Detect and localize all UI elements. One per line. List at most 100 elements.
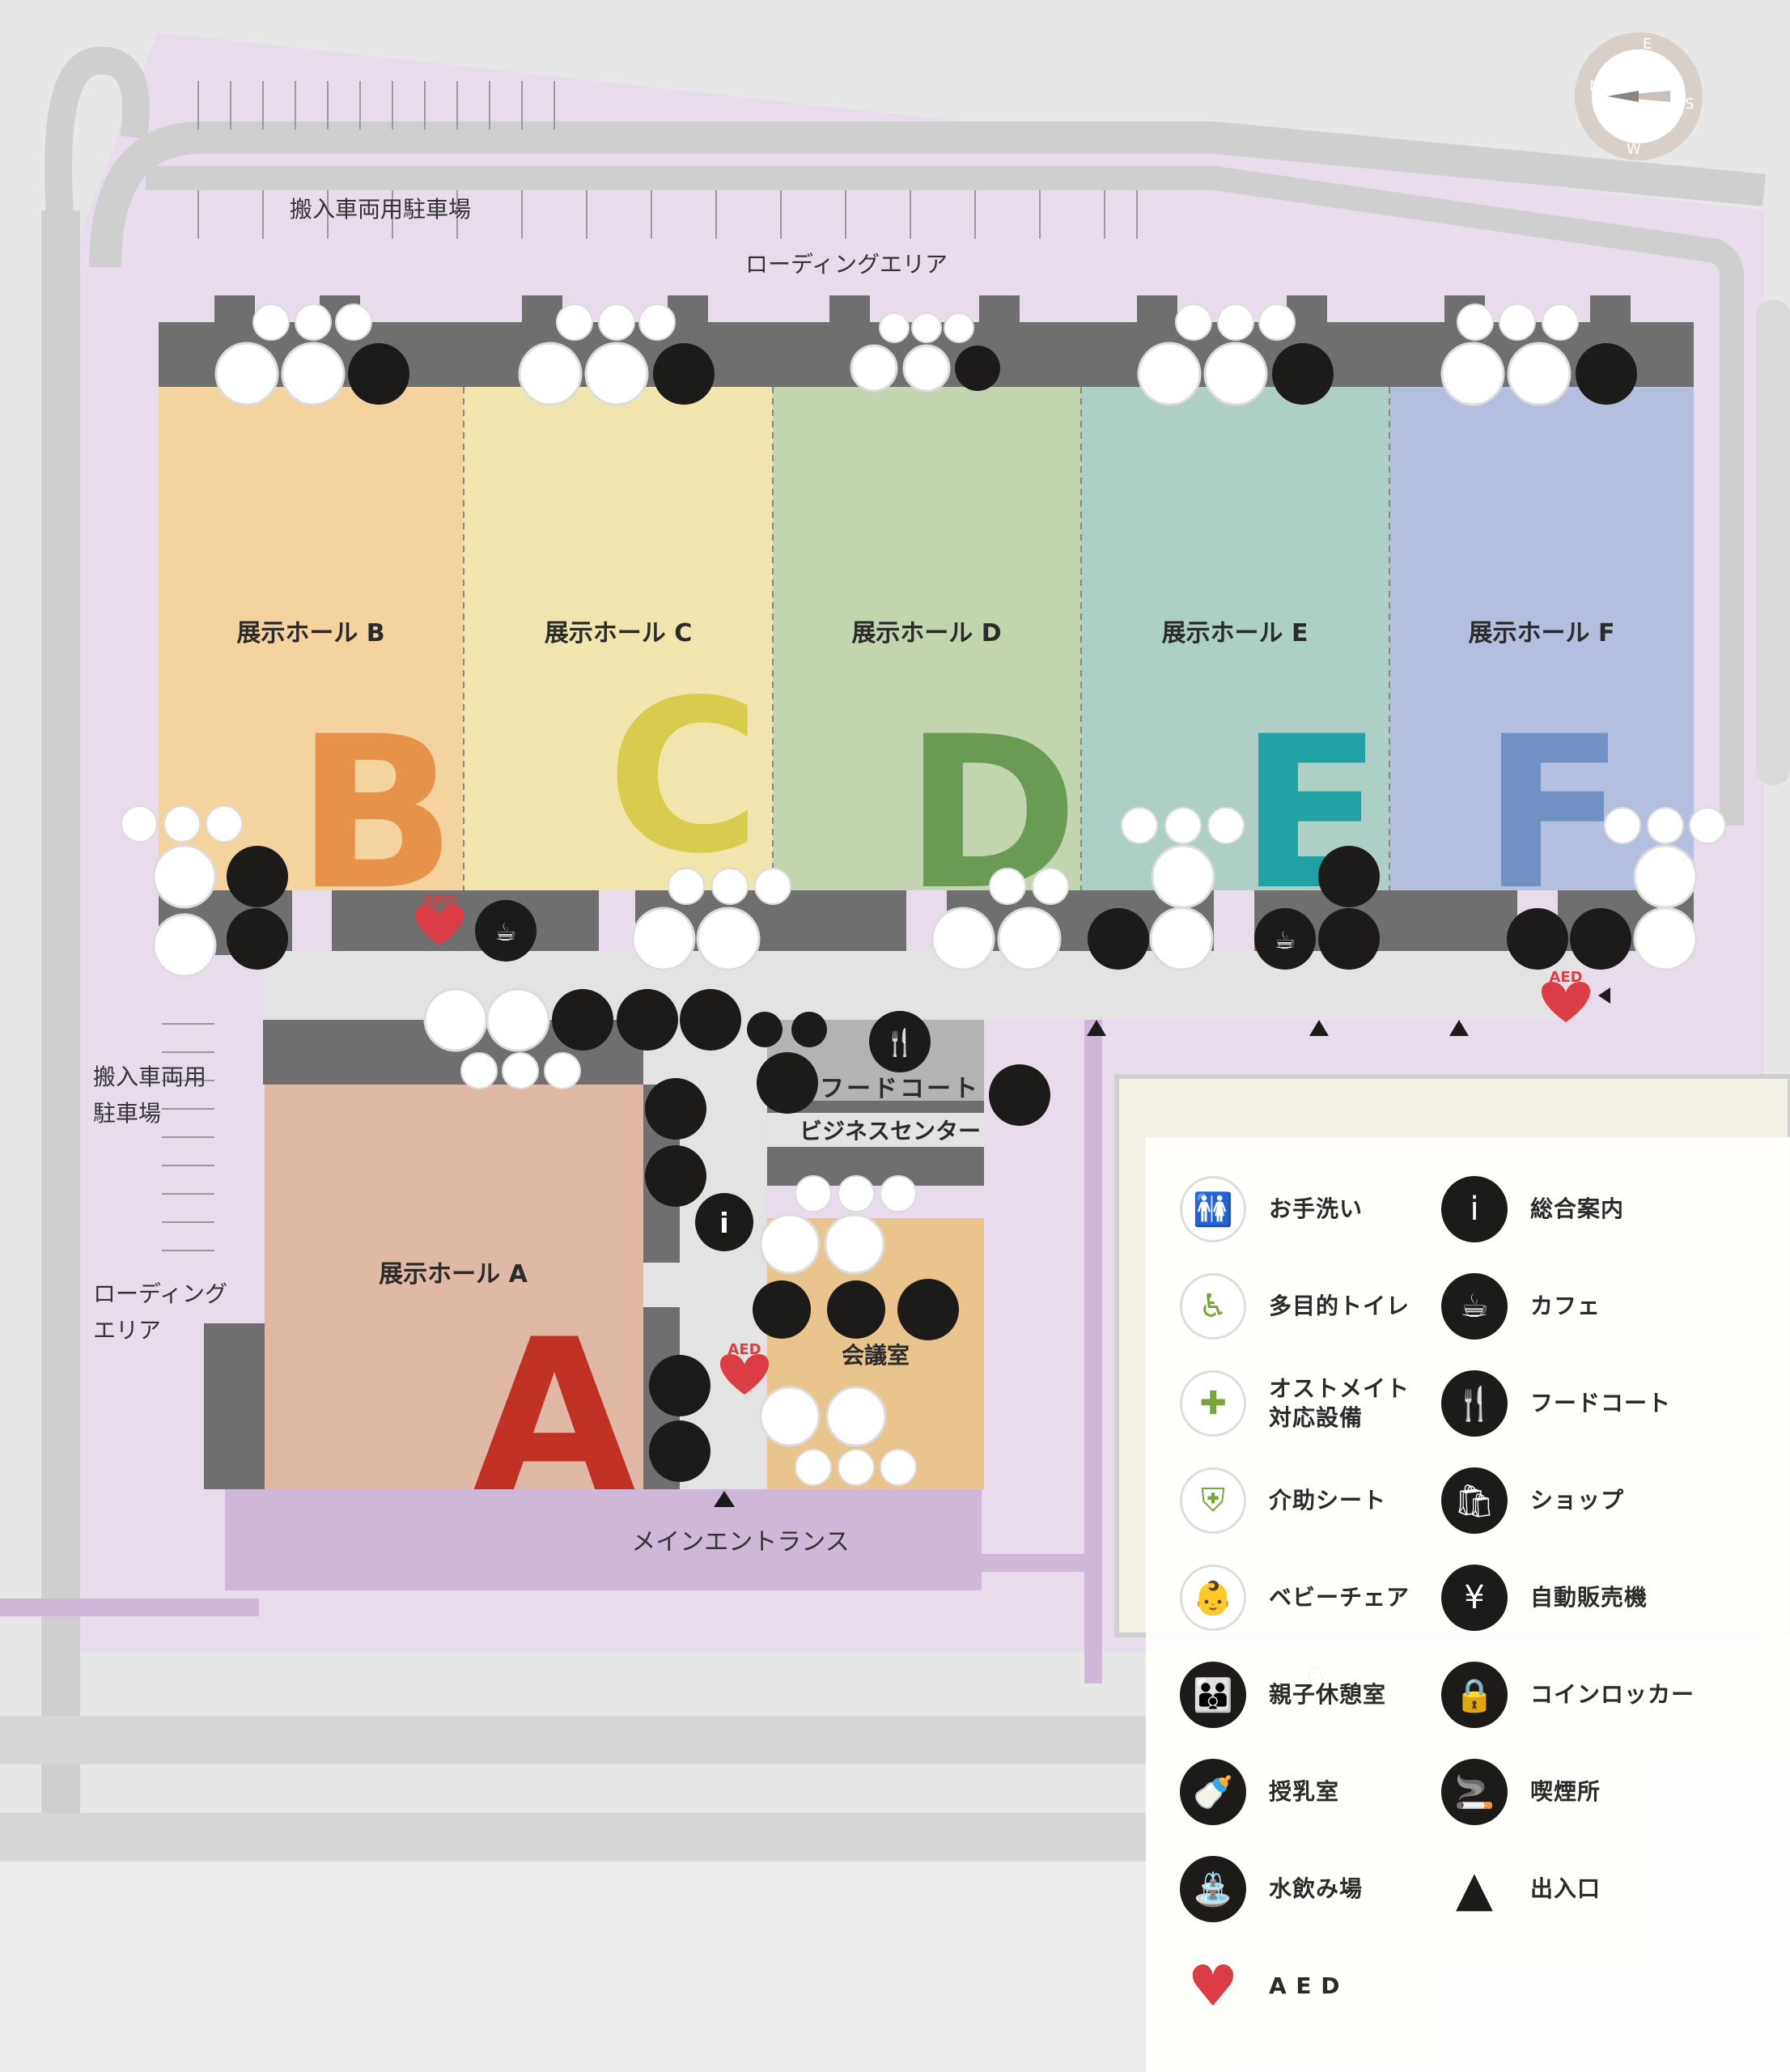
- vending-machine-icon: [1318, 908, 1380, 970]
- facility-icons-dark[interactable]: [227, 343, 1637, 1482]
- baby-chair-icon: [944, 312, 974, 343]
- baby-chair-icon: [880, 1175, 917, 1212]
- baby-chair-icon: [1207, 807, 1245, 844]
- info-icon: [695, 1193, 753, 1251]
- ostomate-icon: [460, 1052, 498, 1089]
- cafe-glyph: ☕: [1275, 927, 1296, 955]
- coin-locker-icon: 🔒: [1441, 1662, 1508, 1728]
- main-entrance-label: メインエントランス: [631, 1528, 849, 1556]
- ostomate-icon: [1175, 304, 1212, 341]
- hall-e-name: 展示ホール E: [1162, 619, 1309, 648]
- compass: N E S W: [1575, 32, 1703, 160]
- main-entrance-band[interactable]: [225, 1489, 982, 1590]
- parking-stripes-west: [162, 1023, 214, 1251]
- entrance-path-west: [0, 1599, 259, 1616]
- legend-item: 👪親子休憩室: [1180, 1662, 1386, 1728]
- water-fountain-icon: [1088, 908, 1149, 970]
- baby-chair-icon: [335, 304, 372, 341]
- hall-e-area[interactable]: [1081, 387, 1389, 890]
- smoking-icon: [989, 1064, 1050, 1126]
- legend-label: 自動販売機: [1530, 1584, 1648, 1611]
- ostomate-icon: [1121, 807, 1158, 844]
- coin-locker-icon: [617, 989, 678, 1051]
- toilet-icon: [423, 987, 488, 1052]
- wheelchair-icon: [584, 342, 649, 406]
- care-seat-icon: [1499, 304, 1536, 341]
- wheelchair-icon: [1151, 844, 1215, 909]
- hall-f-area[interactable]: [1389, 387, 1694, 890]
- wheelchair-icon: [486, 987, 550, 1052]
- legend-label: 出入口: [1530, 1875, 1601, 1902]
- legend-item: ⛨介助シート: [1180, 1467, 1386, 1534]
- parking-west-label-1: 搬入車両用: [93, 1064, 206, 1090]
- family-room-icon: 👪: [1180, 1662, 1246, 1728]
- baby-chair-icon: 👶: [1180, 1565, 1246, 1631]
- compass-dial: N E S W: [1589, 36, 1694, 158]
- cafe-icon: ☕: [1441, 1273, 1508, 1340]
- legend-label: 授乳室: [1269, 1778, 1340, 1805]
- loading-west-label-1: ローディング: [93, 1280, 227, 1307]
- nursing-room-icon: [827, 1280, 885, 1339]
- aed-icon: AED: [719, 1341, 770, 1395]
- legend-item: ♥A E D: [1180, 1953, 1341, 2019]
- aed-icon: AED: [1541, 969, 1591, 1022]
- aed-label: AED: [727, 1341, 761, 1358]
- toilet-icon: [1633, 906, 1698, 971]
- coin-locker-icon: [1570, 908, 1631, 970]
- hall-d-area[interactable]: [773, 387, 1081, 890]
- hall-c-name: 展示ホール C: [545, 619, 692, 648]
- legend-label: 多目的トイレ: [1269, 1293, 1410, 1319]
- legend-item: ▲出入口: [1441, 1856, 1601, 1922]
- hall-a-name: 展示ホール A: [379, 1260, 528, 1289]
- smoking-icon: 🚬: [1441, 1759, 1508, 1825]
- hall-c-area[interactable]: [464, 387, 773, 890]
- legend-label: ショップ: [1530, 1487, 1625, 1514]
- hall-dividers: [463, 387, 1390, 890]
- east-parking-pad: [1756, 299, 1790, 785]
- south-road-2: [0, 1813, 1146, 1862]
- facility-icons-light[interactable]: [152, 342, 1698, 1447]
- baby-chair-icon: [1542, 304, 1579, 341]
- toilet-icon: [759, 1213, 821, 1275]
- ostomate-icon: [252, 304, 290, 341]
- vending-machine-icon: [1272, 343, 1334, 405]
- entrance-triangle-icon: [1449, 1020, 1469, 1036]
- loading-north-label: ローディングエリア: [745, 251, 948, 278]
- entrance-markers: [714, 987, 1610, 1507]
- vending-machine-icon: [645, 1078, 706, 1140]
- south-strip-b2: [332, 890, 599, 951]
- legend-label: カフェ: [1530, 1293, 1601, 1319]
- baby-chair-icon: [638, 304, 676, 341]
- legend-item: 🚬 喫煙所: [1441, 1759, 1601, 1825]
- food-court-icon: [869, 1011, 931, 1072]
- family-room-icon: [753, 1280, 811, 1339]
- legend-item: 🍼授乳室: [1180, 1759, 1339, 1825]
- hall-b-name: 展示ホール B: [236, 619, 384, 648]
- aed-label: AED: [422, 892, 456, 909]
- legend-item: ✚オストメイト 対応設備: [1180, 1370, 1410, 1437]
- ostomate-icon: [1457, 304, 1494, 341]
- legend-label: 喫煙所: [1530, 1778, 1601, 1805]
- wheelchair-icon: [997, 906, 1062, 971]
- vending-machine-icon: [552, 989, 613, 1051]
- ostomate-icon: [795, 1449, 832, 1486]
- care-seat-icon: [1217, 304, 1254, 341]
- info-glyph: i: [719, 1208, 729, 1240]
- legend-label: お手洗い: [1269, 1195, 1364, 1222]
- food-court-icon: 🍴: [1441, 1370, 1508, 1437]
- hall-c-letter: C: [607, 656, 761, 900]
- hall-a-area[interactable]: [265, 1085, 643, 1489]
- north-strip-notches: [214, 295, 1631, 328]
- north-service-road: [89, 121, 1766, 268]
- facility-icons-small-green[interactable]: [121, 304, 1726, 1486]
- legend-label: オストメイト 対応設備: [1269, 1375, 1410, 1431]
- ostomate-icon: [556, 304, 593, 341]
- entrance-triangle-icon: [1309, 1020, 1329, 1036]
- hall-b-area[interactable]: [159, 387, 464, 890]
- aed-markers[interactable]: AED AED AED: [414, 892, 1591, 1395]
- wheelchair-icon: [825, 1386, 887, 1447]
- care-seat-icon: [911, 312, 942, 343]
- water-fountain-icon: ⛲: [1180, 1856, 1246, 1922]
